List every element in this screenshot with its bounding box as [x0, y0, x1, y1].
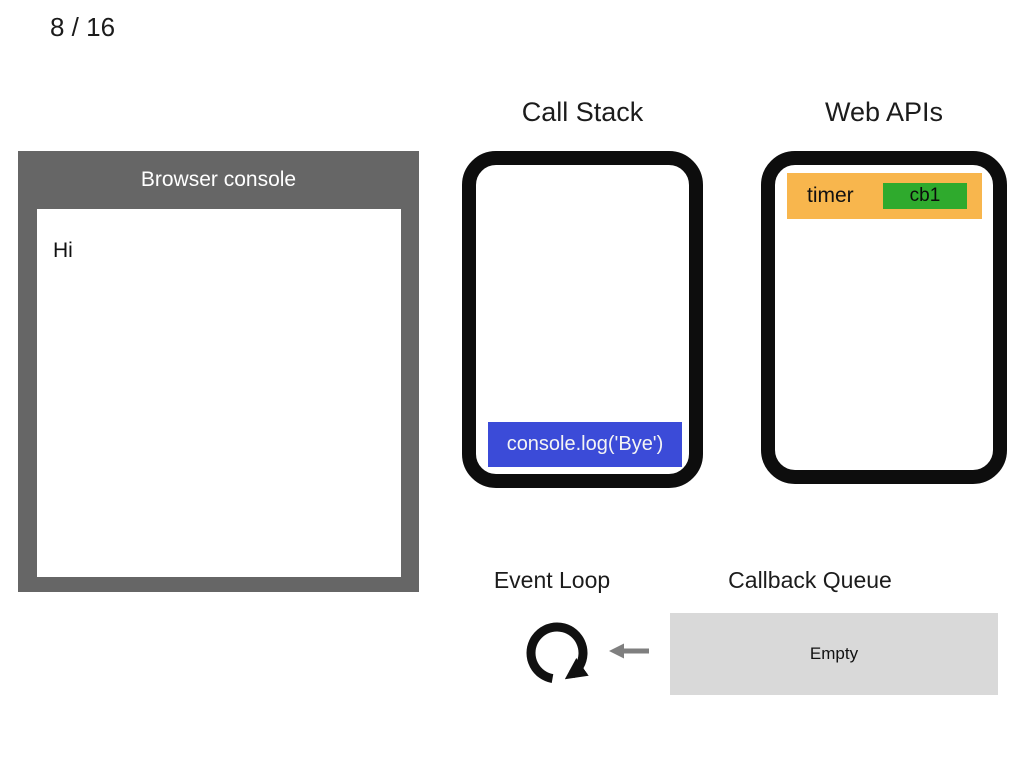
event-loop-heading: Event Loop	[493, 567, 611, 593]
browser-console-title: Browser console	[140, 168, 297, 191]
browser-console-panel: Browser console Hi	[18, 151, 419, 592]
call-stack-box: console.log('Bye')	[462, 151, 703, 488]
web-api-timer-item: timer cb1	[787, 173, 982, 219]
call-stack-frame: console.log('Bye')	[488, 422, 682, 467]
timer-label: timer	[807, 184, 854, 207]
callback-queue-box: Empty	[670, 613, 998, 695]
browser-console-output: Hi	[37, 209, 401, 577]
console-log-line: Hi	[53, 239, 73, 262]
left-arrow-icon	[603, 641, 651, 661]
callback-queue-heading: Callback Queue	[728, 567, 892, 593]
slide-counter: 8 / 16	[50, 12, 116, 42]
web-apis-heading: Web APIs	[824, 97, 944, 127]
callback-chip: cb1	[883, 183, 967, 209]
circular-arrow-icon	[522, 618, 592, 688]
callback-queue-status: Empty	[809, 644, 859, 663]
call-stack-heading: Call Stack	[521, 97, 644, 127]
web-apis-box: timer cb1	[761, 151, 1007, 484]
